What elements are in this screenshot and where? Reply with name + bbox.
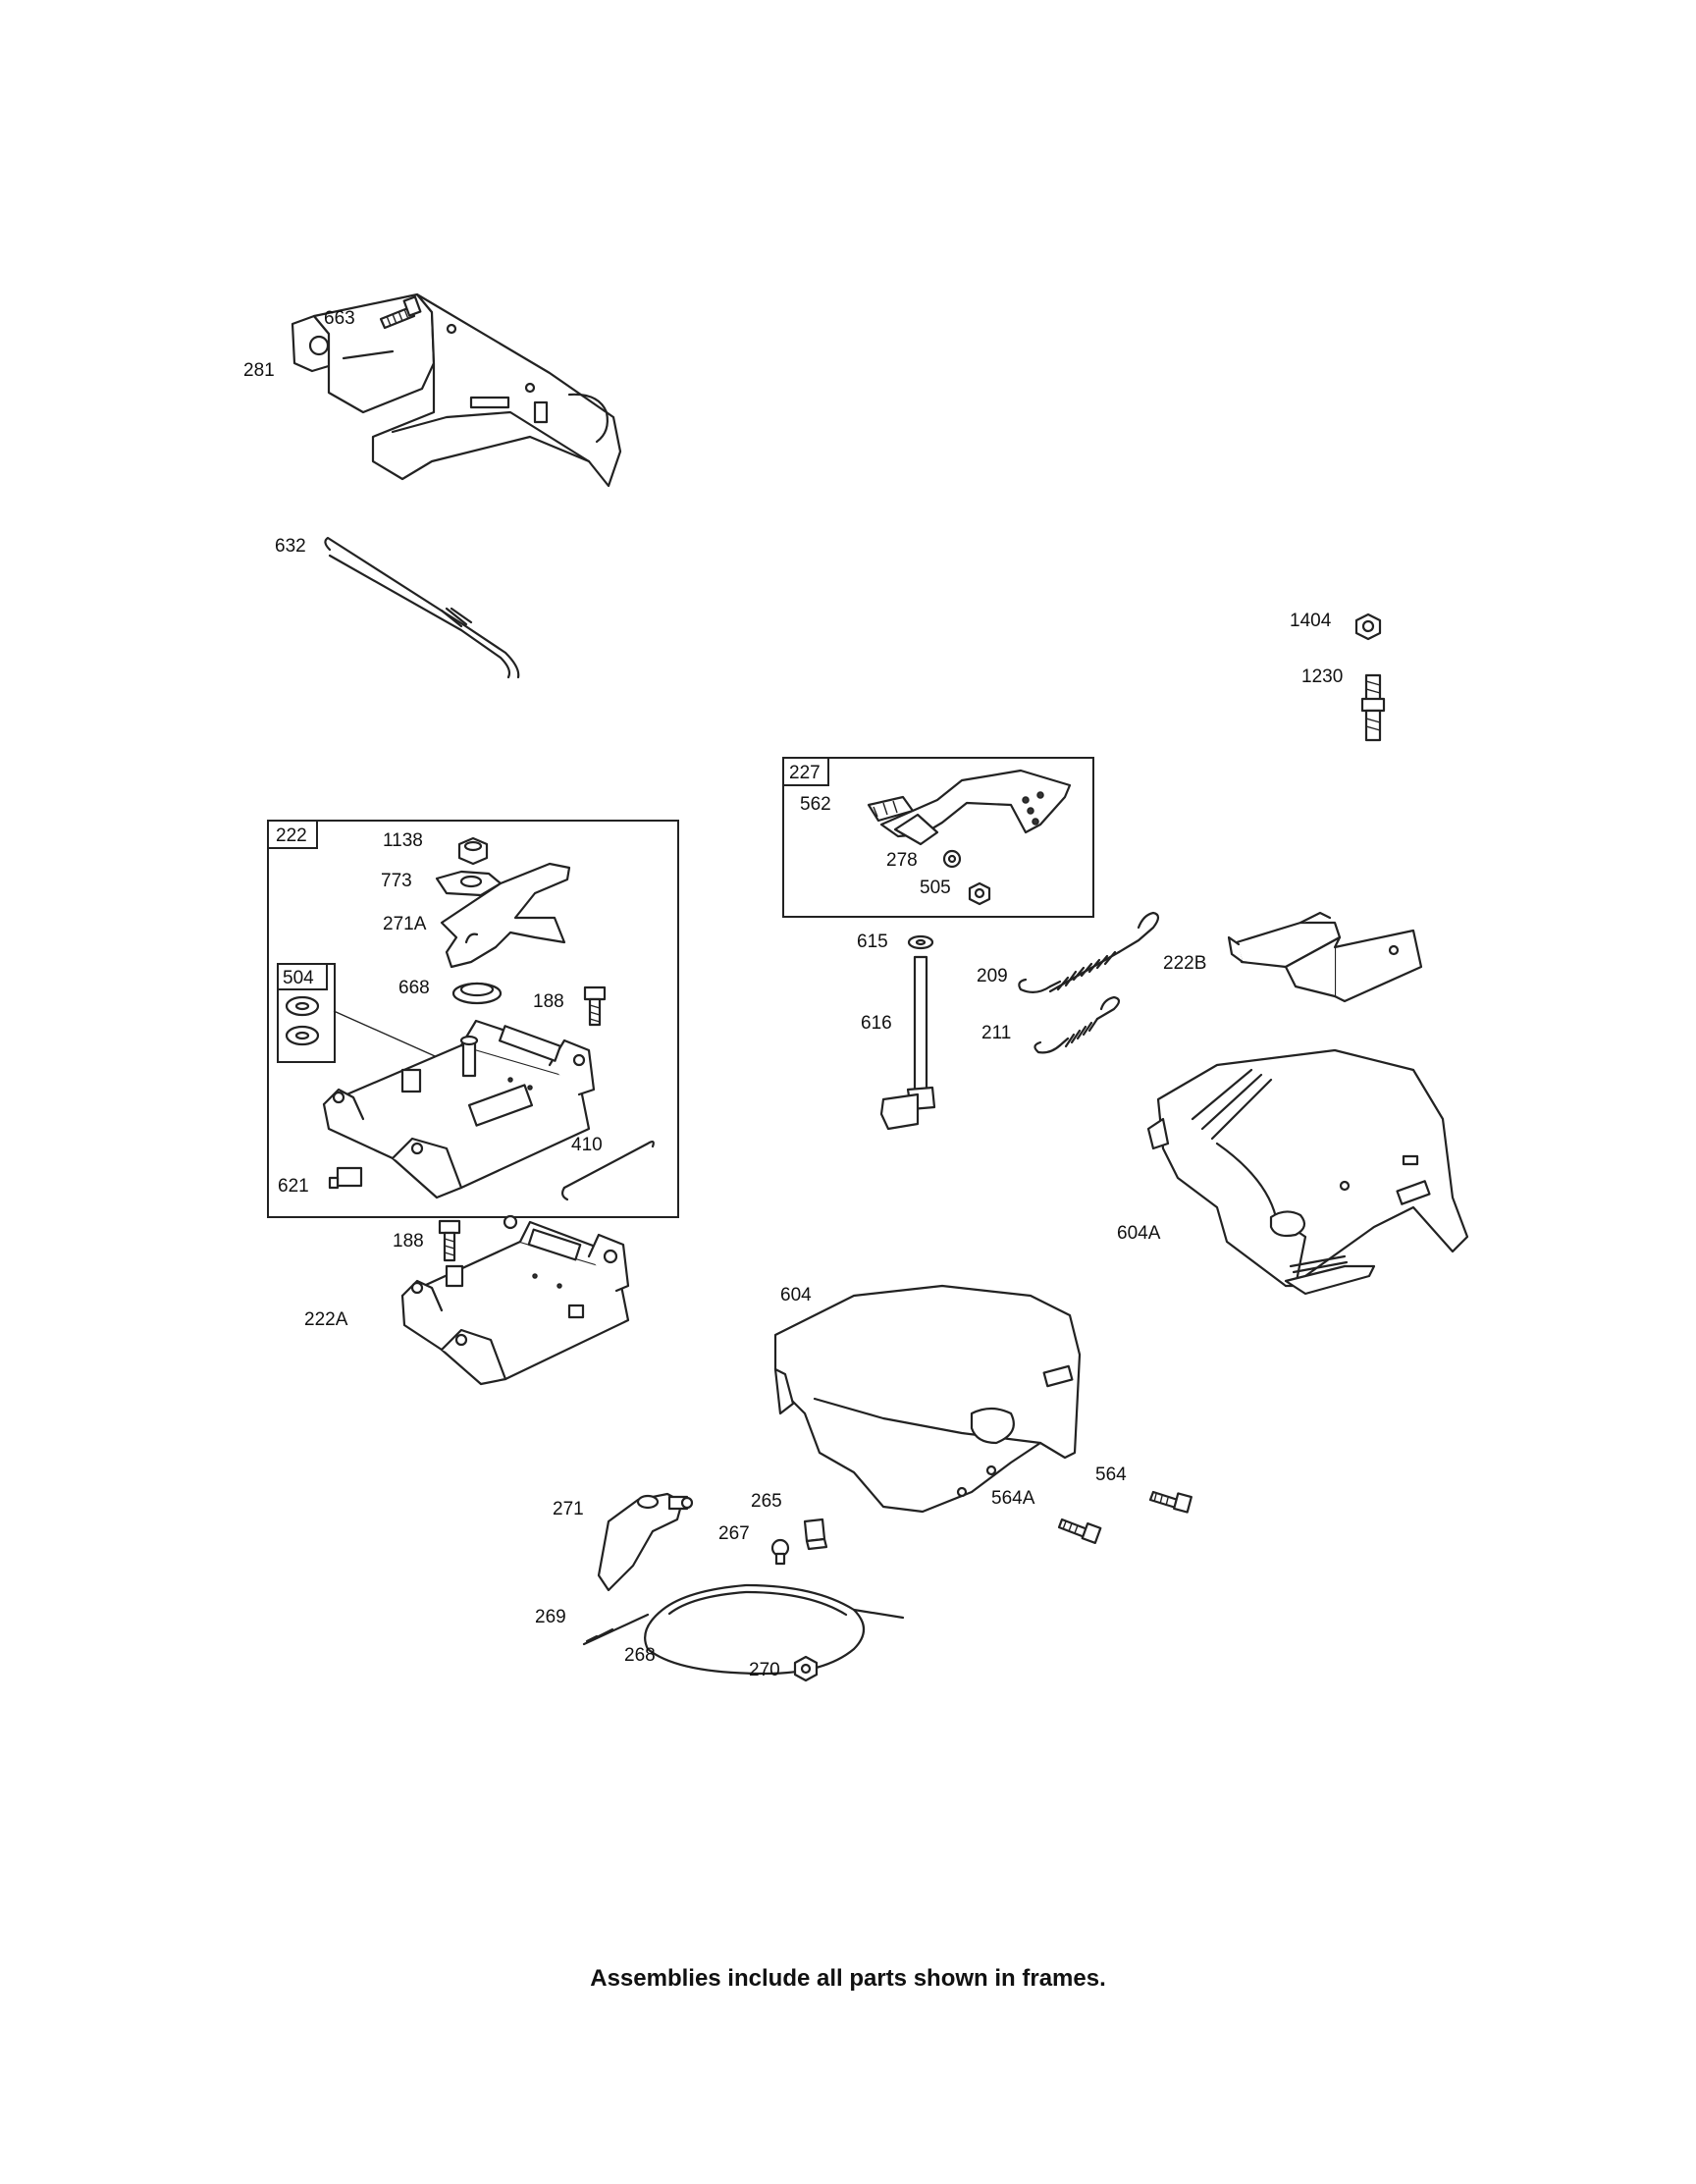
part-271A-control-lever xyxy=(440,862,571,969)
label-1230: 1230 xyxy=(1301,666,1343,687)
label-271: 271 xyxy=(553,1499,584,1519)
part-188-screw-lower xyxy=(438,1219,461,1262)
part-1138-nut xyxy=(457,836,489,866)
part-222B-bracket xyxy=(1227,911,1423,1003)
label-222B: 222B xyxy=(1163,953,1206,974)
part-211-spring xyxy=(1034,995,1121,1054)
label-281: 281 xyxy=(243,360,275,381)
label-564A: 564A xyxy=(991,1488,1035,1509)
part-268-control-cable xyxy=(644,1583,866,1676)
part-663-screw xyxy=(379,295,422,330)
label-663: 663 xyxy=(324,308,355,329)
label-222: 222 xyxy=(276,826,307,846)
part-209-governor-spring xyxy=(1018,911,1160,993)
part-564-screw xyxy=(1148,1490,1192,1514)
part-222-base-bracket xyxy=(322,1019,596,1199)
part-564A-screw xyxy=(1057,1518,1102,1545)
label-615: 615 xyxy=(857,932,888,952)
frame-227 xyxy=(782,757,1094,918)
label-268: 268 xyxy=(624,1645,656,1666)
part-269-cable-end xyxy=(582,1608,905,1646)
label-278: 278 xyxy=(886,850,918,871)
label-668: 668 xyxy=(398,978,430,998)
part-222A-base-bracket xyxy=(400,1214,630,1386)
part-615-washer xyxy=(907,934,934,950)
label-616: 616 xyxy=(861,1013,892,1034)
label-564: 564 xyxy=(1095,1465,1127,1485)
label-604: 604 xyxy=(780,1285,812,1305)
label-188-upper: 188 xyxy=(533,991,564,1012)
label-188-lower: 188 xyxy=(393,1231,424,1252)
part-1230-stud xyxy=(1360,673,1386,742)
part-410-link xyxy=(560,1141,655,1201)
frame-222 xyxy=(267,820,679,1218)
label-773: 773 xyxy=(381,871,412,891)
label-562: 562 xyxy=(800,794,831,815)
part-265-cable-clamp xyxy=(803,1518,828,1551)
part-1404-nut xyxy=(1354,613,1382,641)
frame-227-tag xyxy=(782,757,829,786)
label-1404: 1404 xyxy=(1290,611,1332,631)
part-281-control-bracket xyxy=(291,293,622,488)
label-267: 267 xyxy=(718,1523,750,1544)
label-604A: 604A xyxy=(1117,1223,1161,1244)
label-211: 211 xyxy=(981,1023,1011,1043)
part-604A-shroud xyxy=(1146,1048,1469,1296)
frame-504-tag xyxy=(277,963,328,990)
label-505: 505 xyxy=(920,878,951,898)
part-270-nut xyxy=(793,1655,819,1682)
label-269: 269 xyxy=(535,1607,566,1627)
label-632: 632 xyxy=(275,536,306,557)
frame-222-tag xyxy=(267,820,318,849)
label-270: 270 xyxy=(749,1660,780,1680)
label-621: 621 xyxy=(278,1176,309,1197)
part-621-clip xyxy=(328,1166,363,1190)
label-1138: 1138 xyxy=(383,830,423,851)
label-271A: 271A xyxy=(383,914,427,934)
part-504-washers xyxy=(285,995,320,1046)
part-632-governor-link xyxy=(324,536,520,679)
label-504: 504 xyxy=(283,968,314,988)
part-271-control-lever xyxy=(597,1492,694,1592)
frames-note: Assemblies include all parts shown in fr… xyxy=(590,1965,1106,1992)
label-410: 410 xyxy=(571,1135,603,1155)
label-209: 209 xyxy=(977,966,1008,986)
part-227-throttle-control-assembly xyxy=(867,769,1072,906)
label-222A: 222A xyxy=(304,1309,348,1330)
part-773-plate xyxy=(435,870,503,897)
part-616-governor-shaft xyxy=(879,955,936,1131)
label-265: 265 xyxy=(751,1491,782,1512)
part-604-shroud xyxy=(773,1284,1082,1514)
part-668-washer xyxy=(451,982,503,1005)
part-188-screw-upper xyxy=(583,985,607,1027)
part-267-screw xyxy=(770,1538,790,1566)
label-227: 227 xyxy=(789,763,821,783)
